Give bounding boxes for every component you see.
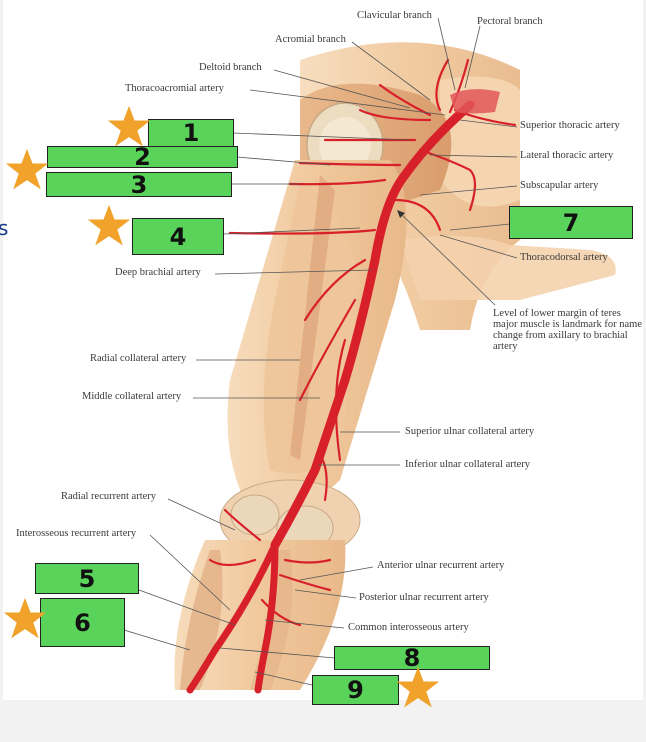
main-artery <box>186 100 475 694</box>
quiz-box-4[interactable]: 4 <box>132 218 224 255</box>
quiz-box-3[interactable]: 3 <box>46 171 232 199</box>
label-lateral-thoracic-artery: Lateral thoracic artery <box>520 150 614 161</box>
label-posterior-ulnar-recurrent-artery: Posterior ulnar recurrent artery <box>359 592 489 603</box>
star-icon <box>107 105 151 147</box>
label-common-interosseous-artery: Common interosseous artery <box>348 622 469 633</box>
label-acromial-branch: Acromial branch <box>275 34 346 45</box>
label-deltoid-branch: Deltoid branch <box>199 62 262 73</box>
quiz-box-1[interactable]: 1 <box>148 119 234 147</box>
label-level-note: Level of lower margin of teres major mus… <box>493 308 642 352</box>
quiz-box-2[interactable]: 2 <box>47 143 238 171</box>
quiz-box-9[interactable]: 9 <box>312 675 399 705</box>
star-icon <box>87 204 131 246</box>
label-middle-collateral-artery: Middle collateral artery <box>82 391 182 402</box>
label-radial-recurrent-artery: Radial recurrent artery <box>61 491 157 502</box>
label-subscapular-artery: Subscapular artery <box>520 180 599 191</box>
label-superior-ulnar-collateral-artery: Superior ulnar collateral artery <box>405 426 535 437</box>
star-icon <box>5 148 49 190</box>
label-anterior-ulnar-recurrent-artery: Anterior ulnar recurrent artery <box>377 560 505 571</box>
star-icon <box>396 666 440 708</box>
artery-branches <box>208 58 517 627</box>
label-interosseous-recurrent-artery: Interosseous recurrent artery <box>16 528 137 539</box>
level-arrow <box>397 210 405 218</box>
label-pectoral-branch: Pectoral branch <box>477 16 543 27</box>
label-thoracodorsal-artery: Thoracodorsal artery <box>520 252 608 263</box>
label-clavicular-branch: Clavicular branch <box>357 10 432 21</box>
label-thoracoacromial-artery: Thoracoacromial artery <box>125 83 224 94</box>
background-limb <box>400 236 616 300</box>
quiz-box-6[interactable]: 6 <box>40 598 125 647</box>
label-deep-brachial-artery: Deep brachial artery <box>115 267 201 278</box>
quiz-box-7[interactable]: 7 <box>509 206 633 239</box>
quiz-box-5[interactable]: 5 <box>35 563 139 594</box>
label-superior-thoracic-artery: Superior thoracic artery <box>520 120 620 131</box>
quiz-box-8[interactable]: 8 <box>334 644 490 672</box>
star-icon <box>3 597 47 639</box>
leader-lines <box>123 17 518 686</box>
edge-mark: s <box>0 216 9 240</box>
label-inferior-ulnar-collateral-artery: Inferior ulnar collateral artery <box>405 459 531 470</box>
label-radial-collateral-artery: Radial collateral artery <box>90 353 187 364</box>
pectoral-bundle <box>450 89 500 114</box>
